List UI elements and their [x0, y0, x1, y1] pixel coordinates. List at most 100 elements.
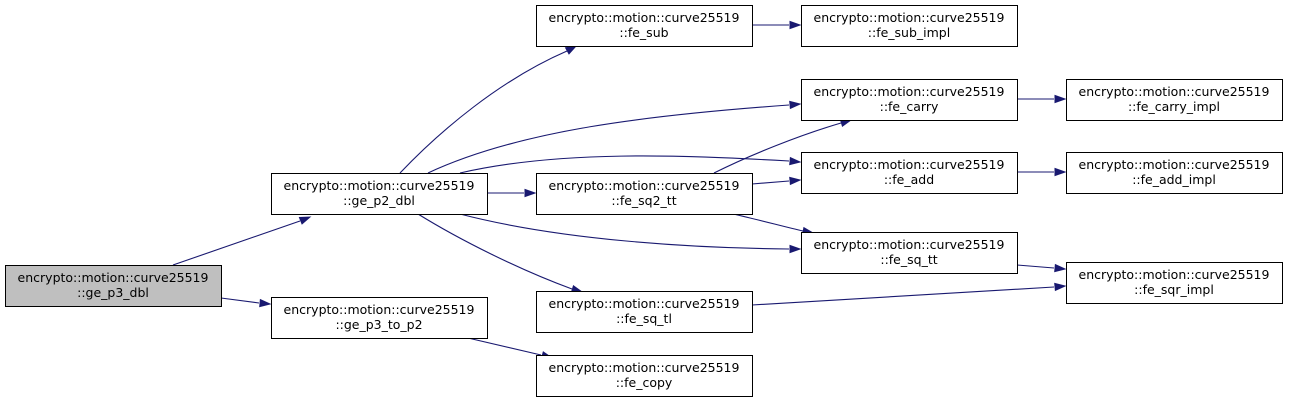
node-namespace-label: encrypto::motion::curve25519 — [1079, 84, 1270, 99]
node-namespace-label: encrypto::motion::curve25519 — [549, 360, 740, 375]
arrowhead-icon — [789, 20, 802, 30]
node-fe-sq-tl[interactable]: encrypto::motion::curve25519::fe_sq_tl — [536, 291, 753, 333]
node-namespace-label: encrypto::motion::curve25519 — [1079, 267, 1270, 282]
arrowhead-icon — [259, 298, 272, 308]
node-function-label: ::ge_p3_to_p2 — [335, 317, 422, 332]
node-fe-sub-impl[interactable]: encrypto::motion::curve25519::fe_sub_imp… — [801, 5, 1018, 47]
arrowhead-icon — [789, 100, 802, 110]
node-namespace-label: encrypto::motion::curve25519 — [549, 10, 740, 25]
edge-line — [1016, 264, 1055, 269]
node-ge-p3-to-p2[interactable]: encrypto::motion::curve25519::ge_p3_to_p… — [271, 297, 488, 339]
node-function-label: ::fe_sub — [619, 25, 668, 40]
edge-line — [172, 220, 301, 266]
edge-ge-p2-dbl-to-fe-carry — [427, 100, 802, 174]
edge-line — [751, 180, 790, 185]
node-fe-sq-tt[interactable]: encrypto::motion::curve25519::fe_sq_tt — [801, 232, 1018, 274]
edge-ge-p2-dbl-to-fe-add — [459, 155, 802, 174]
arrowhead-icon — [564, 45, 578, 55]
node-fe-copy[interactable]: encrypto::motion::curve25519::fe_copy — [536, 355, 753, 397]
arrowhead-icon — [1054, 167, 1067, 177]
node-box — [801, 152, 1018, 194]
node-box — [536, 5, 753, 47]
arrowhead-icon — [1054, 94, 1067, 104]
node-namespace-label: encrypto::motion::curve25519 — [814, 237, 1005, 252]
edge-line — [459, 155, 790, 174]
edge-line — [459, 213, 790, 250]
node-function-label: ::fe_add — [884, 172, 934, 187]
node-box — [271, 297, 488, 339]
arrowhead-icon — [789, 244, 802, 254]
node-box — [801, 5, 1018, 47]
edge-ge-p3-dbl-to-ge-p3-to-p2 — [220, 297, 272, 308]
edge-fe-sq2-tt-to-fe-sq-tt — [732, 213, 815, 236]
node-function-label: ::fe_copy — [616, 375, 673, 390]
node-function-label: ::ge_p3_dbl — [77, 285, 149, 300]
edge-line — [399, 50, 568, 174]
node-box — [1066, 79, 1283, 121]
arrowhead-icon — [1054, 282, 1067, 292]
arrowhead-icon — [524, 188, 537, 198]
node-function-label: ::fe_sqr_impl — [1134, 282, 1214, 297]
edge-ge-p2-dbl-to-fe-sq2-tt — [487, 188, 537, 198]
edge-line — [751, 286, 1055, 306]
edge-fe-sq-tt-to-fe-sqr-impl — [1016, 263, 1067, 273]
node-box — [801, 232, 1018, 274]
node-fe-add-impl[interactable]: encrypto::motion::curve25519::fe_add_imp… — [1066, 152, 1283, 194]
edge-line — [417, 213, 573, 290]
node-box — [536, 355, 753, 397]
node-ge-p3-dbl: encrypto::motion::curve25519::ge_p3_dbl — [5, 265, 222, 307]
node-namespace-label: encrypto::motion::curve25519 — [18, 270, 209, 285]
node-fe-sq2-tt[interactable]: encrypto::motion::curve25519::fe_sq2_tt — [536, 173, 753, 215]
node-function-label: ::fe_sq2_tt — [611, 193, 676, 208]
node-box — [536, 291, 753, 333]
node-namespace-label: encrypto::motion::curve25519 — [814, 84, 1005, 99]
node-ge-p2-dbl[interactable]: encrypto::motion::curve25519::ge_p2_dbl — [271, 173, 488, 215]
edge-line — [427, 104, 790, 174]
node-box — [5, 265, 222, 307]
node-function-label: ::fe_carry — [880, 99, 939, 114]
node-box — [271, 173, 488, 215]
node-namespace-label: encrypto::motion::curve25519 — [549, 178, 740, 193]
edge-fe-sub-to-fe-sub-impl — [752, 20, 802, 30]
node-fe-add[interactable]: encrypto::motion::curve25519::fe_add — [801, 152, 1018, 194]
node-function-label: ::ge_p2_dbl — [343, 193, 415, 208]
node-box — [801, 79, 1018, 121]
edge-ge-p2-dbl-to-fe-sq-tt — [459, 213, 802, 254]
edge-ge-p2-dbl-to-fe-sq-tl — [417, 213, 584, 294]
edge-fe-sq-tl-to-fe-sqr-impl — [751, 282, 1067, 306]
node-function-label: ::fe_carry_impl — [1128, 99, 1220, 114]
edge-line — [467, 337, 542, 356]
node-function-label: ::fe_add_impl — [1132, 172, 1216, 187]
edge-fe-carry-to-fe-carry-impl — [1017, 94, 1067, 104]
node-namespace-label: encrypto::motion::curve25519 — [814, 10, 1005, 25]
node-box — [536, 173, 753, 215]
node-namespace-label: encrypto::motion::curve25519 — [814, 157, 1005, 172]
node-function-label: ::fe_sq_tt — [880, 252, 937, 267]
node-namespace-label: encrypto::motion::curve25519 — [284, 302, 475, 317]
node-box — [1066, 152, 1283, 194]
node-function-label: ::fe_sq_tl — [616, 311, 672, 326]
arrowhead-icon — [1054, 263, 1067, 273]
node-box — [1066, 262, 1283, 304]
edge-fe-add-to-fe-add-impl — [1017, 167, 1067, 177]
arrowhead-icon — [789, 156, 802, 166]
edge-ge-p3-dbl-to-ge-p2-dbl — [172, 216, 312, 266]
node-fe-carry-impl[interactable]: encrypto::motion::curve25519::fe_carry_i… — [1066, 79, 1283, 121]
node-namespace-label: encrypto::motion::curve25519 — [284, 178, 475, 193]
edge-line — [713, 122, 842, 174]
nodes-layer: encrypto::motion::curve25519::ge_p3_dble… — [5, 5, 1283, 397]
node-fe-sqr-impl[interactable]: encrypto::motion::curve25519::fe_sqr_imp… — [1066, 262, 1283, 304]
edge-line — [732, 213, 804, 232]
edge-fe-sq2-tt-to-fe-add — [751, 176, 802, 186]
edge-ge-p2-dbl-to-fe-sub — [399, 45, 578, 174]
node-function-label: ::fe_sub_impl — [868, 25, 950, 40]
arrowhead-icon — [298, 216, 312, 225]
arrowhead-icon — [789, 176, 802, 186]
edges-layer — [172, 20, 1067, 360]
node-fe-sub[interactable]: encrypto::motion::curve25519::fe_sub — [536, 5, 753, 47]
node-namespace-label: encrypto::motion::curve25519 — [549, 296, 740, 311]
node-namespace-label: encrypto::motion::curve25519 — [1079, 157, 1270, 172]
edge-line — [220, 297, 260, 304]
node-fe-carry[interactable]: encrypto::motion::curve25519::fe_carry — [801, 79, 1018, 121]
